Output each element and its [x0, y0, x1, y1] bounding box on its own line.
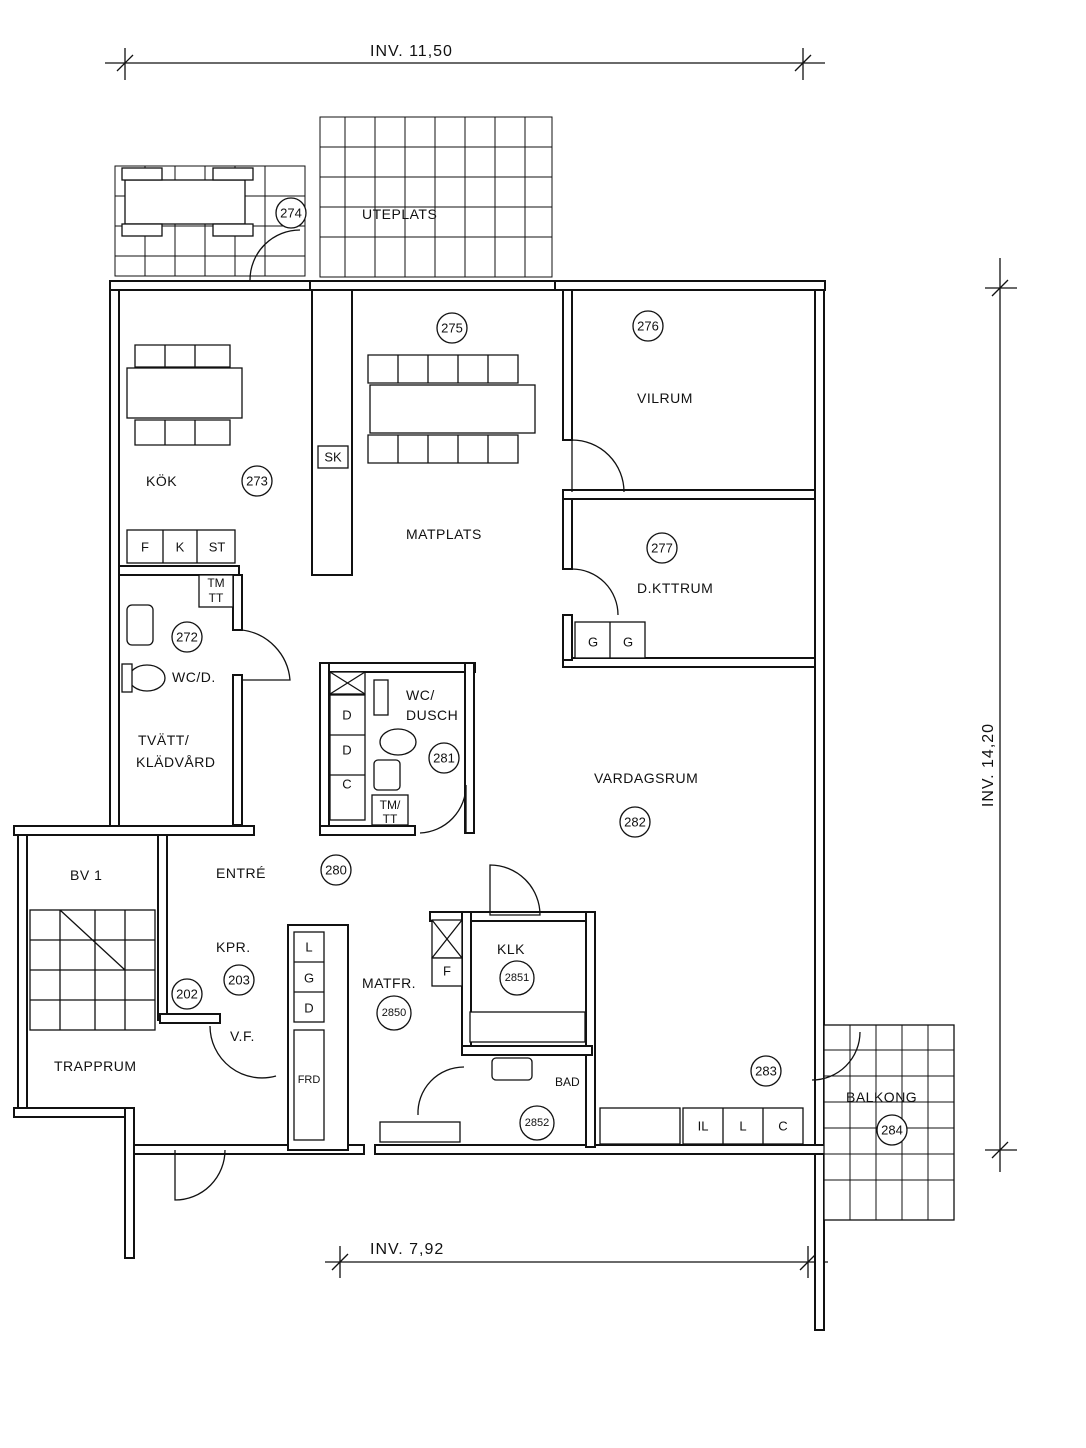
room-name-matfr: MATFR.: [362, 975, 416, 991]
fixture-labels: F K ST TM TT SK G G D D C TM/ TT L G D F…: [141, 445, 788, 1134]
fixture-tt: TT: [209, 591, 224, 605]
room-name-vilrum: VILRUM: [637, 390, 693, 406]
room-number-277: 277: [651, 541, 673, 556]
fixture-k: K: [176, 540, 185, 555]
room-name-uteplats: UTEPLATS: [362, 206, 437, 222]
room-name-kpr: KPR.: [216, 939, 251, 955]
fixture-st: ST: [209, 540, 226, 555]
fixture-c2: C: [778, 1119, 787, 1134]
dimension-right-label: INV. 14,20: [980, 723, 997, 807]
fixture-frd: FRD: [298, 1074, 321, 1086]
room-name-tvatt-line1: TVÄTT/: [138, 732, 189, 748]
room-number-272: 272: [176, 630, 198, 645]
room-name-bv1: BV 1: [70, 867, 102, 883]
fixture-il: IL: [698, 1119, 709, 1134]
fixture-c1: C: [342, 777, 351, 792]
room-number-2851: 2851: [505, 972, 529, 984]
room-name-kok: KÖK: [146, 472, 177, 489]
fixture-tt2: TT: [383, 812, 398, 826]
dimension-right: INV. 14,20: [980, 258, 1017, 1172]
dimension-bottom: INV. 7,92: [325, 1241, 828, 1278]
room-name-balkong: BALKONG: [846, 1089, 917, 1105]
fixture-l: L: [305, 940, 312, 955]
terrace-paving: [114, 116, 553, 281]
fixture-d3: D: [304, 1001, 313, 1016]
fixture-g3: G: [304, 971, 314, 986]
room-name-entre: ENTRÉ: [216, 865, 266, 881]
fixture-d2: D: [342, 743, 351, 758]
room-number-283: 283: [755, 1064, 777, 1079]
room-number-280: 280: [325, 863, 347, 878]
fixture-g2: G: [623, 635, 633, 650]
room-name-trapprum: TRAPPRUM: [54, 1058, 137, 1074]
fixture-f: F: [141, 540, 149, 555]
walls: [13, 280, 955, 1331]
room-name-vardagsrum: VARDAGSRUM: [594, 770, 698, 786]
room-number-2852: 2852: [525, 1117, 549, 1129]
fixture-l2: L: [739, 1119, 746, 1134]
dimension-top: INV. 11,50: [105, 43, 825, 80]
room-name-wc-dusch-line2: DUSCH: [406, 707, 458, 723]
dimension-bottom-label: INV. 7,92: [370, 1241, 444, 1258]
fixture-tm-slash: TM/: [380, 798, 401, 812]
room-name-bad: BAD: [555, 1075, 580, 1089]
room-name-matplats: MATPLATS: [406, 526, 482, 542]
room-name-vf: V.F.: [230, 1028, 255, 1044]
room-name-dkttrum: D.KTTRUM: [637, 580, 713, 596]
room-name-tvatt-line2: KLÄDVÅRD: [136, 754, 215, 770]
room-labels: UTEPLATS MATPLATS VILRUM KÖK D.KTTRUM WC…: [54, 206, 917, 1105]
room-number-284: 284: [881, 1123, 903, 1138]
room-number-273: 273: [246, 474, 268, 489]
fixture-g1: G: [588, 635, 598, 650]
room-number-2850: 2850: [382, 1007, 406, 1019]
room-number-275: 275: [441, 321, 463, 336]
furniture: [29, 344, 804, 1145]
fixture-f2: F: [443, 964, 451, 979]
room-number-281: 281: [433, 751, 455, 766]
fixture-d1: D: [342, 708, 351, 723]
room-number-282: 282: [624, 815, 646, 830]
room-name-wc-d: WC/D.: [172, 669, 216, 685]
room-number-276: 276: [637, 319, 659, 334]
fixture-tm: TM: [207, 576, 224, 590]
fixture-sk: SK: [324, 450, 342, 465]
room-name-klk: KLK: [497, 941, 525, 957]
room-number-274: 274: [280, 206, 302, 221]
room-name-wc-dusch-line1: WC/: [406, 687, 435, 703]
room-number-203: 203: [228, 973, 250, 988]
dimension-top-label: INV. 11,50: [370, 43, 453, 60]
room-number-202: 202: [176, 987, 198, 1002]
doors: [174, 439, 861, 1201]
room-numbers: 274 275 276 273 277 272 281 282 280 203 …: [171, 197, 908, 1146]
